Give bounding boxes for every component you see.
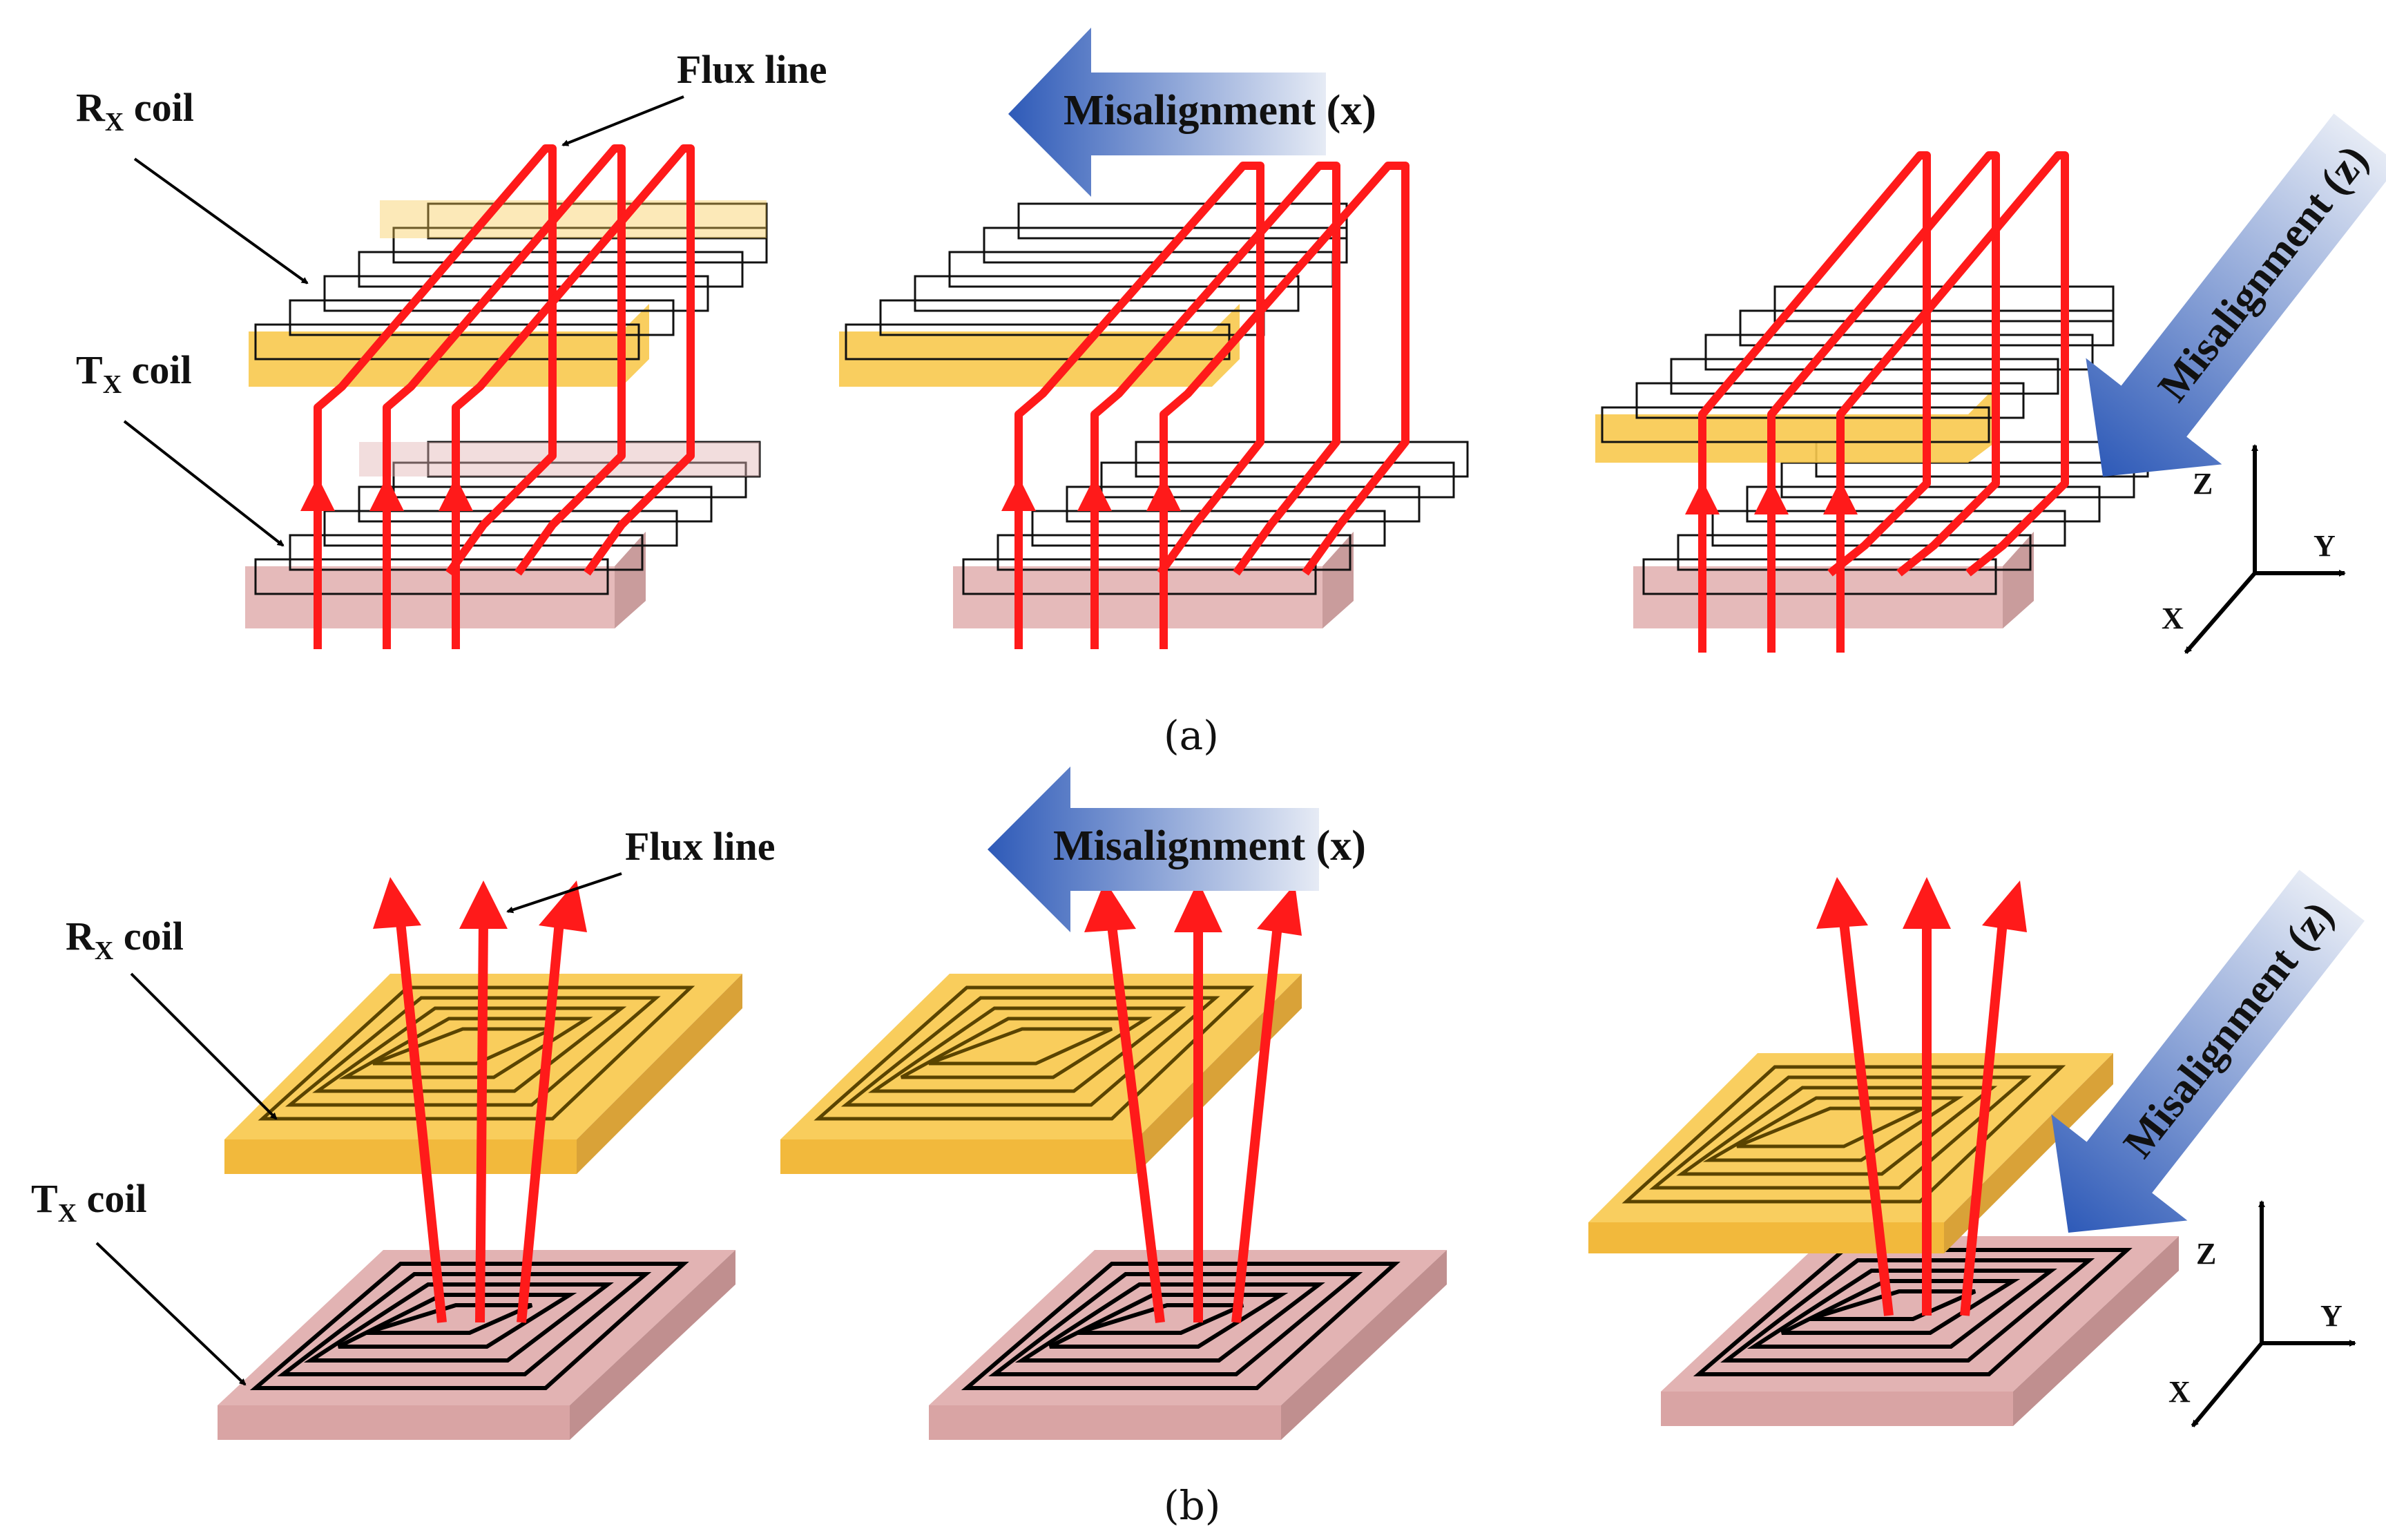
tx-coil bbox=[245, 441, 761, 628]
tx-coil bbox=[1661, 1236, 2179, 1426]
panel-b: RX coil TX coil Flux line bbox=[31, 767, 2365, 1529]
tx-coil-label: TX coil bbox=[31, 1176, 147, 1228]
rx-coil-leader bbox=[133, 157, 309, 285]
flux-arrowheads bbox=[1816, 877, 2027, 932]
svg-text:RX coil: RX coil bbox=[66, 914, 184, 965]
panel-a-aligned bbox=[245, 144, 768, 649]
tx-coil bbox=[953, 441, 1469, 628]
panel-a-misaligned-z bbox=[1595, 151, 2149, 653]
rx-coil-leader bbox=[130, 972, 278, 1120]
flux-lines bbox=[1839, 921, 2008, 1316]
rx-coil bbox=[1595, 285, 2115, 463]
svg-text:Misalignment (z): Misalignment (z) bbox=[2115, 893, 2342, 1166]
axis-y-label: Y bbox=[2320, 1299, 2342, 1333]
flux-arrowheads bbox=[1001, 477, 1181, 511]
tx-coil bbox=[1633, 441, 2149, 628]
flux-line-label: Flux line bbox=[677, 47, 827, 92]
svg-text:RX coil: RX coil bbox=[76, 85, 194, 137]
flux-arrowheads bbox=[300, 477, 473, 511]
svg-text:Misalignment (x): Misalignment (x) bbox=[1064, 87, 1376, 134]
panel-b-misaligned-x bbox=[780, 880, 1447, 1440]
flux-lines bbox=[1107, 925, 1282, 1323]
axes-triad bbox=[2191, 1200, 2356, 1427]
rx-coil bbox=[1588, 1053, 2113, 1253]
axis-x-label: X bbox=[2168, 1375, 2191, 1409]
panel-b-misaligned-z bbox=[1588, 877, 2179, 1426]
flux-arrowheads bbox=[1084, 880, 1302, 936]
caption-b: (b) bbox=[1164, 1482, 1220, 1529]
panel-b-aligned bbox=[218, 877, 742, 1440]
flux-arrowheads bbox=[1685, 480, 1858, 514]
tx-coil bbox=[218, 1250, 735, 1440]
tx-coil-leader bbox=[123, 420, 285, 547]
axis-z-label: Z bbox=[2196, 1237, 2216, 1271]
flux-lines bbox=[1698, 151, 2069, 653]
svg-text:Misalignment (z): Misalignment (z) bbox=[2149, 137, 2377, 410]
tx-coil bbox=[929, 1250, 1447, 1440]
flux-line-leader bbox=[561, 95, 684, 146]
flux-arrowheads bbox=[373, 877, 587, 932]
rx-coil-label: RX coil bbox=[66, 914, 184, 965]
panel-a-misaligned-x bbox=[839, 162, 1469, 649]
axis-z-label: Z bbox=[2193, 467, 2213, 501]
tx-coil-label: TX coil bbox=[76, 347, 192, 399]
rx-coil-label: RX coil bbox=[76, 85, 194, 137]
misalignment-x-arrow: Misalignment (x) bbox=[1008, 28, 1376, 197]
tx-coil-leader bbox=[95, 1242, 247, 1386]
panel-a: RX coil TX coil Flux line bbox=[76, 28, 2386, 759]
misalignment-x-arrow: Misalignment (x) bbox=[988, 767, 1366, 932]
svg-text:TX coil: TX coil bbox=[31, 1176, 147, 1228]
flux-line-leader bbox=[506, 872, 622, 914]
flux-line-label: Flux line bbox=[625, 824, 776, 869]
axes-triad bbox=[2184, 444, 2346, 654]
svg-text:Misalignment (x): Misalignment (x) bbox=[1053, 822, 1366, 869]
caption-a: (a) bbox=[1164, 712, 1219, 759]
flux-lines bbox=[396, 921, 564, 1323]
flux-lines bbox=[314, 144, 695, 649]
flux-lines bbox=[1014, 162, 1410, 649]
axis-y-label: Y bbox=[2313, 529, 2336, 563]
axis-x-label: X bbox=[2162, 601, 2184, 635]
rx-coil bbox=[780, 974, 1302, 1174]
svg-text:TX coil: TX coil bbox=[76, 347, 192, 399]
